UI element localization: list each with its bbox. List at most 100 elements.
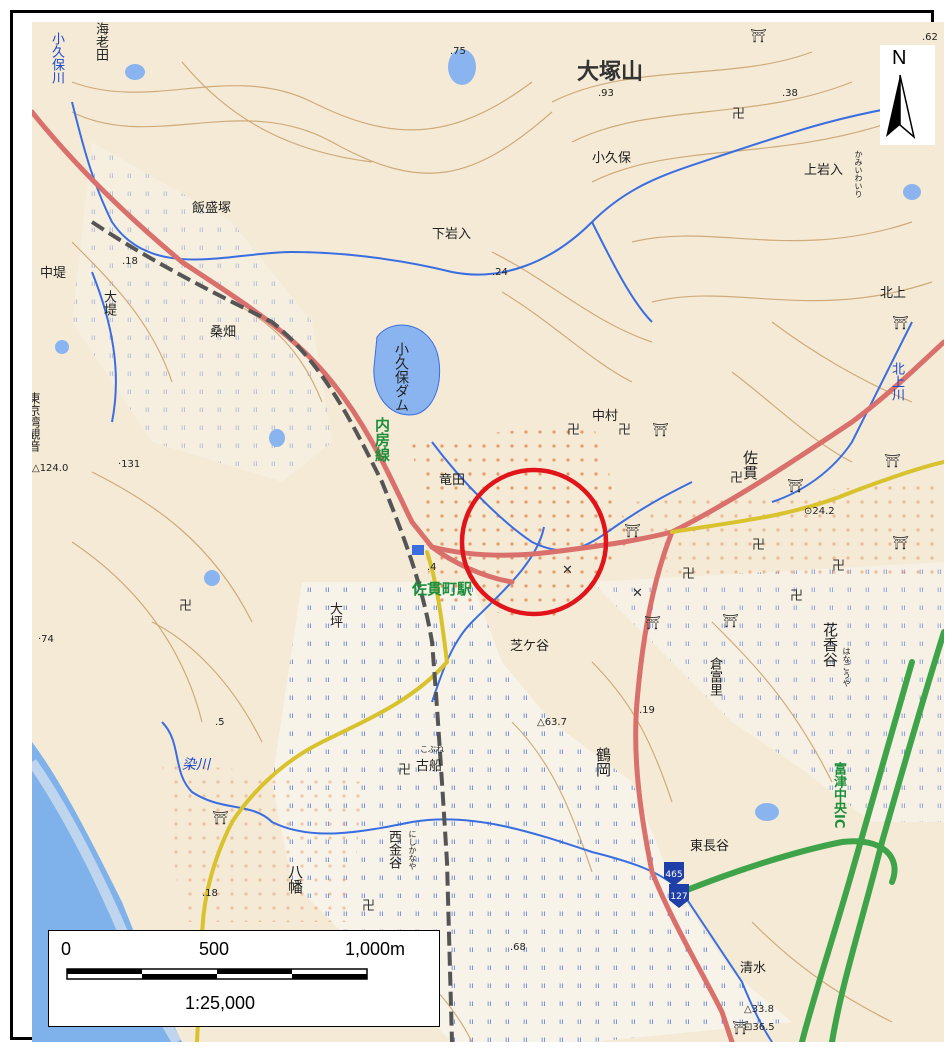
pond bbox=[755, 803, 779, 821]
label-kuwabata: 桑畑 bbox=[210, 325, 237, 340]
label-naibo-line: 内房線 bbox=[373, 417, 391, 462]
scale-tick-0: 0 bbox=[61, 939, 72, 959]
pond bbox=[269, 429, 285, 447]
scale-bar: 0 500 1,000m 1:25,000 bbox=[48, 930, 440, 1027]
pond bbox=[55, 340, 69, 354]
route-127-shield: 127 bbox=[669, 884, 689, 908]
svg-text:⛩: ⛩ bbox=[652, 422, 669, 438]
elevation-mark: .4 bbox=[427, 562, 437, 573]
svg-text:卍: 卍 bbox=[790, 589, 803, 604]
label-otsutsumi: 大堤 bbox=[101, 290, 116, 316]
svg-text:⛩: ⛩ bbox=[750, 28, 767, 44]
label-kuratomi: 倉富里 bbox=[707, 657, 722, 696]
elevation-mark: ·131 bbox=[118, 459, 141, 470]
map-symbols: ⛩卍 ⛩卍 卍⛩ 卍⛩ ⛩⛩ ⛩卍 卍卍 ⛩卍 ⛩卍 ⛩卍 ⛩卍 ✕✕ bbox=[179, 28, 909, 1036]
svg-text:卍: 卍 bbox=[682, 567, 695, 582]
label-nakamura: 中村 bbox=[592, 409, 619, 424]
svg-text:⛩: ⛩ bbox=[722, 613, 739, 629]
paddy-area bbox=[272, 582, 792, 1042]
svg-text:卍: 卍 bbox=[567, 423, 580, 438]
label-tokyo-wan-kannon: 東京湾観音 bbox=[32, 392, 41, 452]
label-kitakami: 北上 bbox=[880, 286, 907, 301]
scale-tick-500: 500 bbox=[199, 939, 230, 959]
label-kokubo-river: 小久保川 bbox=[49, 32, 64, 84]
elevation-mark: .38 bbox=[782, 88, 798, 99]
label-tsuruoka: 鶴岡 bbox=[594, 747, 612, 777]
label-sanuki-station: 佐貫町駅 bbox=[412, 580, 473, 598]
label-kamiiwairi-kana: かみいわいり bbox=[854, 150, 863, 198]
north-arrow: N bbox=[880, 45, 935, 145]
label-iimoriduka: 飯盛塚 bbox=[192, 201, 232, 216]
paddy-area-west bbox=[72, 142, 332, 482]
svg-text:⛩: ⛩ bbox=[732, 1020, 749, 1036]
label-kokubo-dam: 小久保ダム bbox=[393, 342, 409, 412]
map-canvas: ıı bbox=[32, 22, 944, 1042]
svg-text:卍: 卍 bbox=[362, 899, 375, 914]
elevation-mark: ⊡36.5 bbox=[744, 1022, 775, 1033]
jr-railway bbox=[90, 220, 454, 1042]
svg-text:⛩: ⛩ bbox=[892, 315, 909, 331]
elevation-mark: .18 bbox=[202, 888, 218, 899]
label-higashinagaya: 東長谷 bbox=[690, 839, 730, 854]
settlement-sanuki bbox=[632, 482, 944, 582]
label-kagoyata-kana: はなごうや bbox=[842, 647, 851, 687]
elevation-mark: ⊙24.2 bbox=[804, 506, 835, 517]
label-ebida: 海老田 bbox=[93, 22, 108, 61]
label-nakatsutsumi: 中堤 bbox=[40, 266, 67, 281]
elevation-mark: .93 bbox=[598, 88, 614, 99]
label-shibagaya: 芝ケ谷 bbox=[510, 639, 550, 654]
label-kitakami-river: 北上川 bbox=[889, 362, 904, 401]
label-somegawa: 染川 bbox=[182, 757, 210, 773]
svg-text:卍: 卍 bbox=[618, 423, 631, 438]
elevation-mark: .24 bbox=[492, 267, 508, 278]
label-kokubo: 小久保 bbox=[592, 151, 632, 166]
svg-text:⛩: ⛩ bbox=[787, 478, 804, 494]
label-kofune-kana: こぶね bbox=[420, 745, 444, 754]
elevation-mark: .75 bbox=[450, 46, 466, 57]
elevation-mark: △63.7 bbox=[537, 717, 567, 728]
paddy-area-east bbox=[592, 562, 944, 822]
svg-text:卍: 卍 bbox=[730, 471, 743, 486]
label-sanuki: 佐貫 bbox=[741, 450, 759, 480]
svg-text:卍: 卍 bbox=[398, 763, 411, 778]
svg-text:⛩: ⛩ bbox=[644, 615, 661, 631]
pond bbox=[125, 64, 145, 80]
scale-tick-1000: 1,000m bbox=[345, 939, 406, 959]
expressway bbox=[679, 629, 944, 1042]
north-arrow-icon bbox=[886, 74, 916, 140]
topographic-map[interactable]: ıı bbox=[32, 22, 944, 1042]
label-nishikanaya: 西金谷 bbox=[386, 830, 401, 869]
svg-text:⛩: ⛩ bbox=[212, 810, 229, 826]
north-label: N bbox=[892, 47, 907, 69]
elevation-mark: .5 bbox=[215, 717, 225, 728]
prefectural-roads bbox=[195, 460, 944, 1042]
elevation-mark: △33.8 bbox=[744, 1004, 774, 1015]
elevation-mark: .18 bbox=[122, 256, 138, 267]
label-shimizu: 清水 bbox=[740, 961, 767, 976]
highlight-circle bbox=[459, 467, 609, 617]
scale-bar-graphic bbox=[66, 968, 368, 980]
label-otsukayama: 大塚山 bbox=[577, 60, 644, 85]
elevation-mark: .62 bbox=[922, 32, 938, 43]
label-kofune: 古船 bbox=[416, 759, 443, 774]
svg-text:卍: 卍 bbox=[732, 107, 745, 122]
label-futtsu-chuo-ic: 富津中央IC bbox=[831, 762, 846, 829]
route-465-label: 465 bbox=[665, 870, 682, 880]
label-tateda: 竜田 bbox=[439, 473, 466, 488]
label-nishikanaya-kana: にしかなや bbox=[408, 830, 417, 870]
pond bbox=[448, 49, 476, 85]
scale-ratio: 1:25,000 bbox=[185, 993, 256, 1013]
contour-lines bbox=[71, 51, 933, 1042]
svg-text:卍: 卍 bbox=[752, 538, 765, 553]
svg-text:⛩: ⛩ bbox=[884, 453, 901, 469]
label-kagoyata: 花香谷 bbox=[821, 622, 839, 667]
station-marker bbox=[412, 545, 424, 555]
route-465-shield: 465 bbox=[664, 862, 684, 886]
svg-text:卍: 卍 bbox=[179, 599, 192, 614]
elevation-mark: △124.0 bbox=[32, 463, 69, 474]
elevation-mark: ·74 bbox=[38, 634, 54, 645]
pond bbox=[903, 184, 921, 200]
elevation-mark: .68 bbox=[510, 942, 526, 953]
route-127-label: 127 bbox=[670, 892, 687, 902]
svg-text:✕: ✕ bbox=[632, 586, 643, 601]
